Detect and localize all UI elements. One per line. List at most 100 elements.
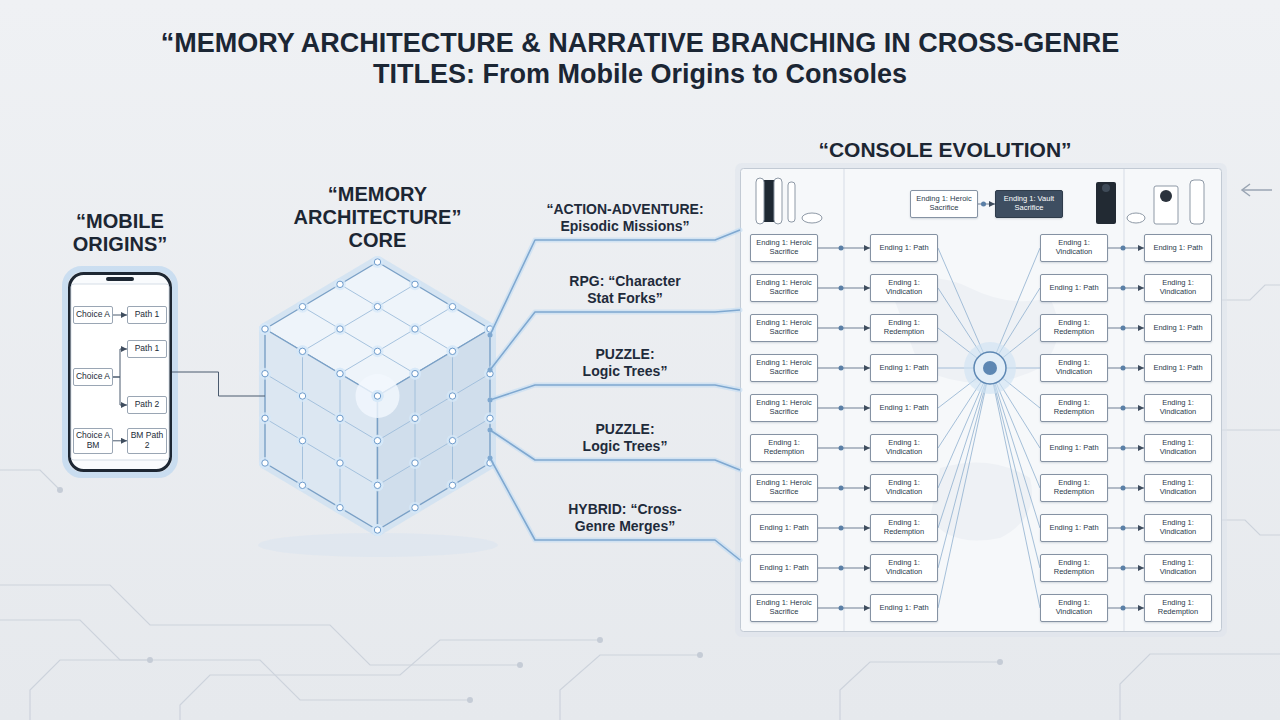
cube-face [265,329,378,530]
node-text: Ending 1: Vindication [874,479,934,496]
cube-node [374,303,380,309]
cube-node [487,460,493,466]
connector [113,315,127,316]
hub-spoke [938,248,990,368]
cube-node: “MEMORY ARCHITECTURE” CORE [265,262,490,530]
cube-node [262,326,268,332]
connector [1108,606,1144,611]
cube-node-glow [259,368,271,380]
drawing-part [1242,184,1250,196]
cube-node [262,370,268,376]
node-text: Ending 1: Redemption [1044,399,1104,416]
cube-node-glow [334,368,346,380]
cube-node-glow [372,345,384,357]
connector [1108,286,1144,291]
cube-node-glow [259,412,271,424]
ending-box: Ending 1: Redemption [870,314,938,342]
console-plate [756,178,764,224]
connector-line [1108,408,1144,409]
cube-node-glow [409,368,421,380]
connector-dot [839,286,844,291]
ending-box: Ending 1: Heroic Sacrifice [910,190,978,218]
ending-box: Ending 1: Vindication [1040,234,1108,262]
connector-line [113,315,127,316]
cube-node [299,303,305,309]
connector-line [1108,448,1144,449]
ending-box: Ending 1: Path [870,234,938,262]
connector-dot [1121,366,1126,371]
circuit-dots [57,487,1003,703]
cube-node-glow [372,524,384,536]
controller [802,213,822,223]
drawing-part [1242,189,1272,191]
ending-box: Ending 1: Heroic Sacrifice [750,234,818,262]
ending-box: Ending 1: Path [870,594,938,622]
connector-dot [1121,446,1126,451]
cube-node-glow [372,390,384,402]
hub-spoke [938,368,990,488]
connector [113,377,127,405]
connector-line [1108,368,1144,369]
ending-box: Ending 1: Path [750,554,818,582]
side-arrow [1242,184,1272,196]
connector-dot [839,326,844,331]
drawing-part [1222,520,1280,535]
connector-line [113,377,127,405]
node-text: Ending 1: Redemption [1044,559,1104,576]
drawing-part [467,697,473,703]
cube-node-glow [409,412,421,424]
choice-box: Choice A [73,368,113,386]
node-text: Ending 1: Heroic Sacrifice [754,479,814,496]
panel-map-shape [930,462,1032,540]
cube-grid-line [415,374,416,508]
node-text: Ending 1: Vindication [1044,359,1104,376]
ending-box: Ending 1: Path [1144,234,1212,262]
hub-core [983,361,997,375]
node-text: Ending 1: Heroic Sacrifice [754,279,814,296]
hub-glow [964,342,1016,394]
cube-node [299,348,305,354]
connector [818,486,870,491]
node-text: Ending 1: Vindication [874,439,934,456]
cube-glow [265,262,490,530]
node-text: Ending 1: Vindication [1044,239,1104,256]
cube-node [449,303,455,309]
connector-dot [1121,406,1126,411]
ending-box: Ending 1: Vault Sacrifice [995,190,1063,218]
drawing-part [697,652,703,658]
node-text: Ending 1: Path [1049,524,1098,533]
cube-node [412,370,418,376]
connector-line [818,248,870,249]
connector-dot [488,368,493,373]
ending-box: Ending 1: Redemption [1040,314,1108,342]
cube-grid-line [340,374,341,508]
node-text: Ending 1: Path [759,524,808,533]
node-text: Ending 1: Vindication [874,559,934,576]
cube-node-glow [372,390,384,402]
ending-box: Ending 1: Vindication [870,274,938,302]
node-text: Choice A [76,310,110,320]
node-text: Path 1 [135,344,160,354]
cube-node [374,348,380,354]
ending-box: Ending 1: Heroic Sacrifice [750,474,818,502]
node-text: BM Path 2 [129,431,165,451]
node-text: Ending 1: Path [1153,324,1202,333]
cube-node-glow [334,323,346,335]
cube-node-glow [334,457,346,469]
cube-node [374,259,380,265]
cube-grid-line [378,418,491,485]
cube-face [265,262,490,396]
connector-line [818,328,870,329]
node-text: Ending 1: Vindication [1148,399,1208,416]
drawing-part [57,487,63,493]
ending-box: Ending 1: Vindication [1144,554,1212,582]
cube-node-glow [334,412,346,424]
cube-node-glow [297,390,309,402]
connector-line [490,385,740,400]
cube-node [337,370,343,376]
node-text: Ending 1: Vindication [874,279,934,296]
controller [1127,213,1145,223]
connector-line [1108,608,1144,609]
drawing-part [597,637,603,643]
cube-node-glow [447,345,459,357]
